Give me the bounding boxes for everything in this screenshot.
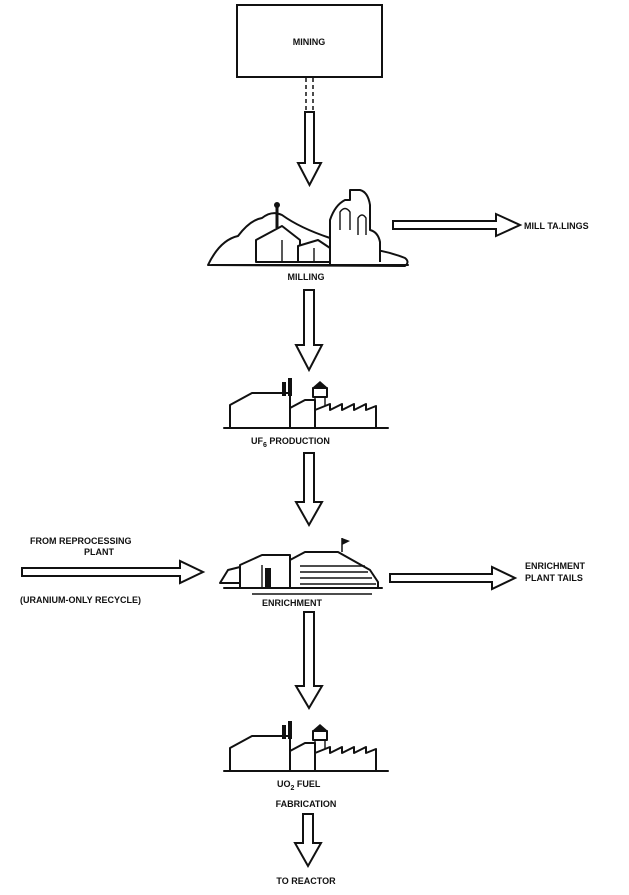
mining-box (236, 4, 383, 78)
arrow-to-mill-tailings: MILL TA.LINGS (392, 212, 589, 238)
arrow-to-enrichment-tails: ENRICHMENT PLANT TAILS (389, 561, 586, 591)
reprocessing-input: FROM REPROCESSING PLANT (URANIUM-ONLY RE… (20, 536, 206, 605)
arrow-milling-to-uf6 (294, 289, 324, 373)
enrichment-tails-label-2: PLANT TAILS (525, 573, 583, 583)
enrichment-label: ENRICHMENT (262, 598, 323, 608)
to-reactor-label: TO REACTOR (276, 876, 336, 886)
reprocessing-label-1: FROM REPROCESSING (30, 536, 132, 546)
uo2-label: UO2 FUEL (277, 779, 321, 792)
reprocessing-label-2: PLANT (84, 547, 114, 557)
arrow-uf6-to-enrichment (294, 452, 324, 528)
arrow-enrichment-to-fabrication (294, 611, 324, 710)
enrichment-illustration: ENRICHMENT (219, 538, 383, 608)
recycle-note: (URANIUM-ONLY RECYCLE) (20, 595, 141, 605)
arrow-mining-to-milling (296, 78, 323, 188)
mining-label: MINING (293, 37, 326, 47)
uf6-illustration: UF6 PRODUCTION (223, 378, 389, 449)
fabrication-label: FABRICATION (276, 799, 337, 809)
fabrication-illustration: UO2 FUEL FABRICATION (223, 721, 389, 809)
mining-stage: MINING (236, 4, 383, 78)
uf6-label: UF6 PRODUCTION (251, 436, 330, 449)
enrichment-tails-label-1: ENRICHMENT (525, 561, 586, 571)
arrow-fabrication-to-reactor: TO REACTOR (276, 813, 336, 886)
mill-tailings-label: MILL TA.LINGS (524, 221, 589, 231)
milling-label: MILLING (288, 272, 325, 282)
milling-illustration: MILLING (207, 189, 409, 282)
